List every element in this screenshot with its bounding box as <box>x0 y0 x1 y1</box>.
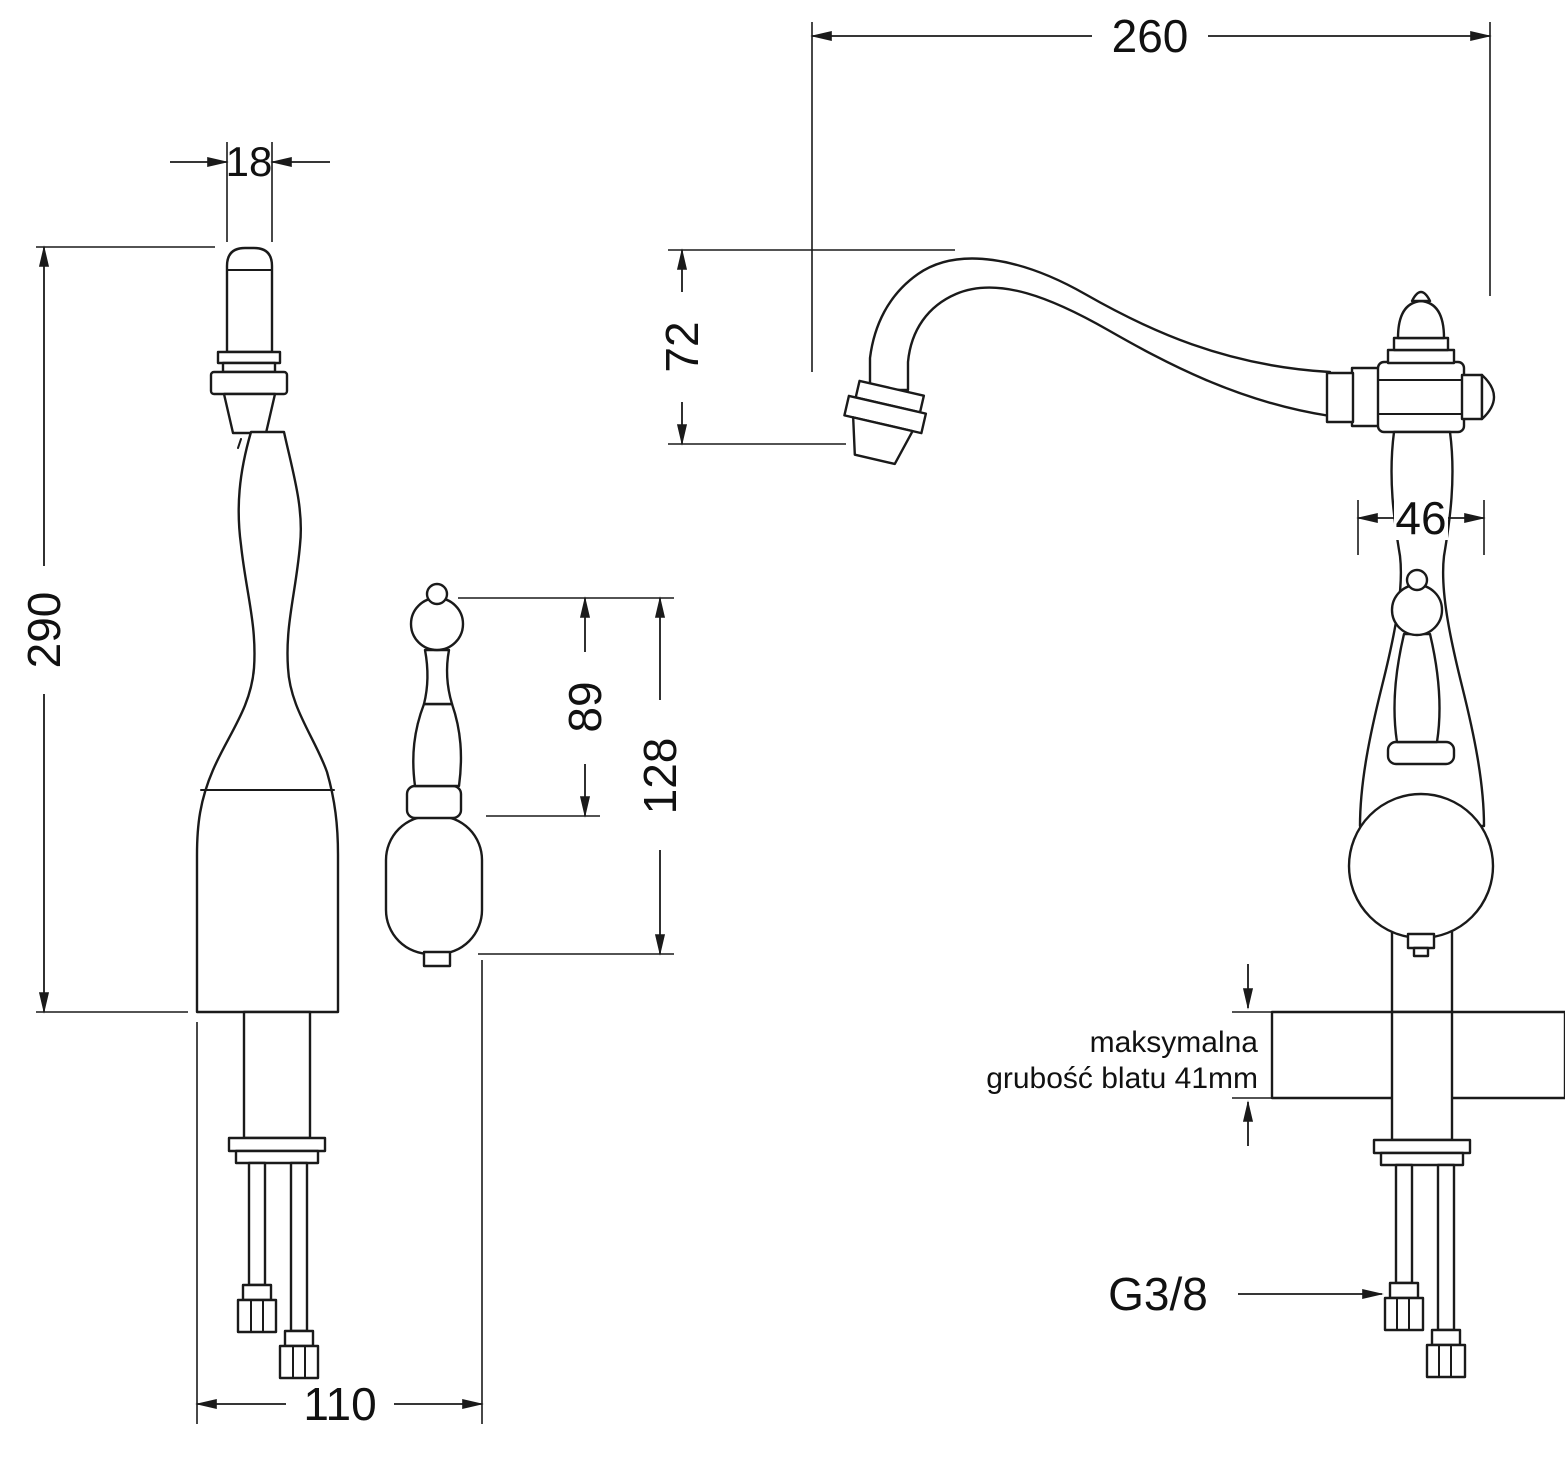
hose-nut-g38 <box>1383 1296 1425 1332</box>
handle-flange <box>405 784 463 820</box>
finial-tip <box>1410 290 1432 303</box>
handle-ball <box>409 596 465 652</box>
tee-end-cap <box>1480 373 1496 421</box>
spout-tee <box>1325 290 1496 434</box>
dim-label-handle-overall: 128 <box>634 738 686 815</box>
hose-nut <box>278 1344 320 1380</box>
handle-front <box>1386 568 1456 766</box>
handle-ball-front <box>1390 583 1444 637</box>
spout-tube <box>868 257 1332 418</box>
dim-label-spout-reach: 260 <box>1112 10 1189 62</box>
spout-outlet-front <box>843 379 928 466</box>
dimension-handle-overall: 128 <box>478 596 686 956</box>
dimension-base-depth: 110 <box>195 960 484 1430</box>
thread-size-label: G3/8 <box>1108 1268 1208 1320</box>
supply-hoses-side <box>236 1161 320 1380</box>
spout-pipe <box>225 246 274 354</box>
spout-outlet-side <box>209 246 289 450</box>
counter-note-line1: maksymalna <box>1090 1026 1259 1059</box>
dim-label-spout-width: 18 <box>226 138 273 185</box>
dim-label-total-height: 290 <box>18 592 70 669</box>
spout-flange <box>209 370 289 396</box>
dimension-spout-drop: 72 <box>656 248 955 446</box>
body-bulge <box>1347 792 1495 940</box>
aerator-front <box>851 416 914 466</box>
handle-knob-front <box>1405 568 1429 592</box>
tee-body <box>1376 360 1466 434</box>
faucet-body-side <box>195 430 340 1014</box>
hose-nut <box>236 1298 278 1334</box>
aerator-side <box>222 392 277 435</box>
dimension-handle-height: 89 <box>458 596 674 818</box>
front-view: 260 72 46 maksymalna grubość blatu 41mm … <box>656 10 1565 1379</box>
threaded-shank-front <box>1372 1010 1472 1167</box>
spout-collar <box>216 350 282 365</box>
mounting-washer-front <box>1372 1138 1472 1155</box>
mounting-washer <box>227 1136 327 1153</box>
dim-label-body-width: 46 <box>1395 492 1446 544</box>
hose-tube <box>1394 1163 1414 1285</box>
handle-side <box>384 582 484 968</box>
hose-tube <box>247 1161 267 1287</box>
handle-flange-front <box>1386 740 1456 766</box>
handle-knob <box>425 582 449 606</box>
dimension-spout-reach: 260 <box>810 10 1492 372</box>
dim-label-base-depth: 110 <box>303 1378 376 1430</box>
dimension-thread-size: G3/8 <box>1108 1268 1384 1320</box>
cartridge-housing <box>384 814 484 956</box>
threaded-rod-front <box>1390 1010 1454 1142</box>
mounting-nut-front <box>1379 1151 1465 1167</box>
dimension-body-width: 46 <box>1356 492 1486 555</box>
spout-front <box>843 257 1332 466</box>
body-profile <box>195 430 340 1014</box>
dimension-counter-thickness: maksymalna grubość blatu 41mm <box>986 964 1272 1146</box>
bulge-nub <box>1406 932 1436 950</box>
dimension-spout-width: 18 <box>170 138 330 242</box>
hose-tube <box>289 1161 309 1333</box>
side-view: 18 290 89 128 110 <box>18 138 686 1430</box>
housing-nub <box>422 950 452 968</box>
counter-note-line2: grubość blatu 41mm <box>986 1062 1258 1095</box>
hose-tube <box>1436 1163 1456 1332</box>
dim-label-handle-height: 89 <box>559 681 611 732</box>
finial-acorn <box>1396 299 1446 340</box>
dim-label-spout-drop: 72 <box>656 321 708 372</box>
dimension-total-height: 290 <box>18 245 215 1014</box>
handle-stem <box>412 702 463 788</box>
supply-hoses-front <box>1383 1163 1467 1379</box>
threaded-rod <box>242 1010 312 1140</box>
mounting-nut <box>234 1149 320 1165</box>
threaded-shank-side <box>227 1010 327 1165</box>
handle-stem-front <box>1393 632 1441 744</box>
hose-nut <box>1425 1343 1467 1379</box>
